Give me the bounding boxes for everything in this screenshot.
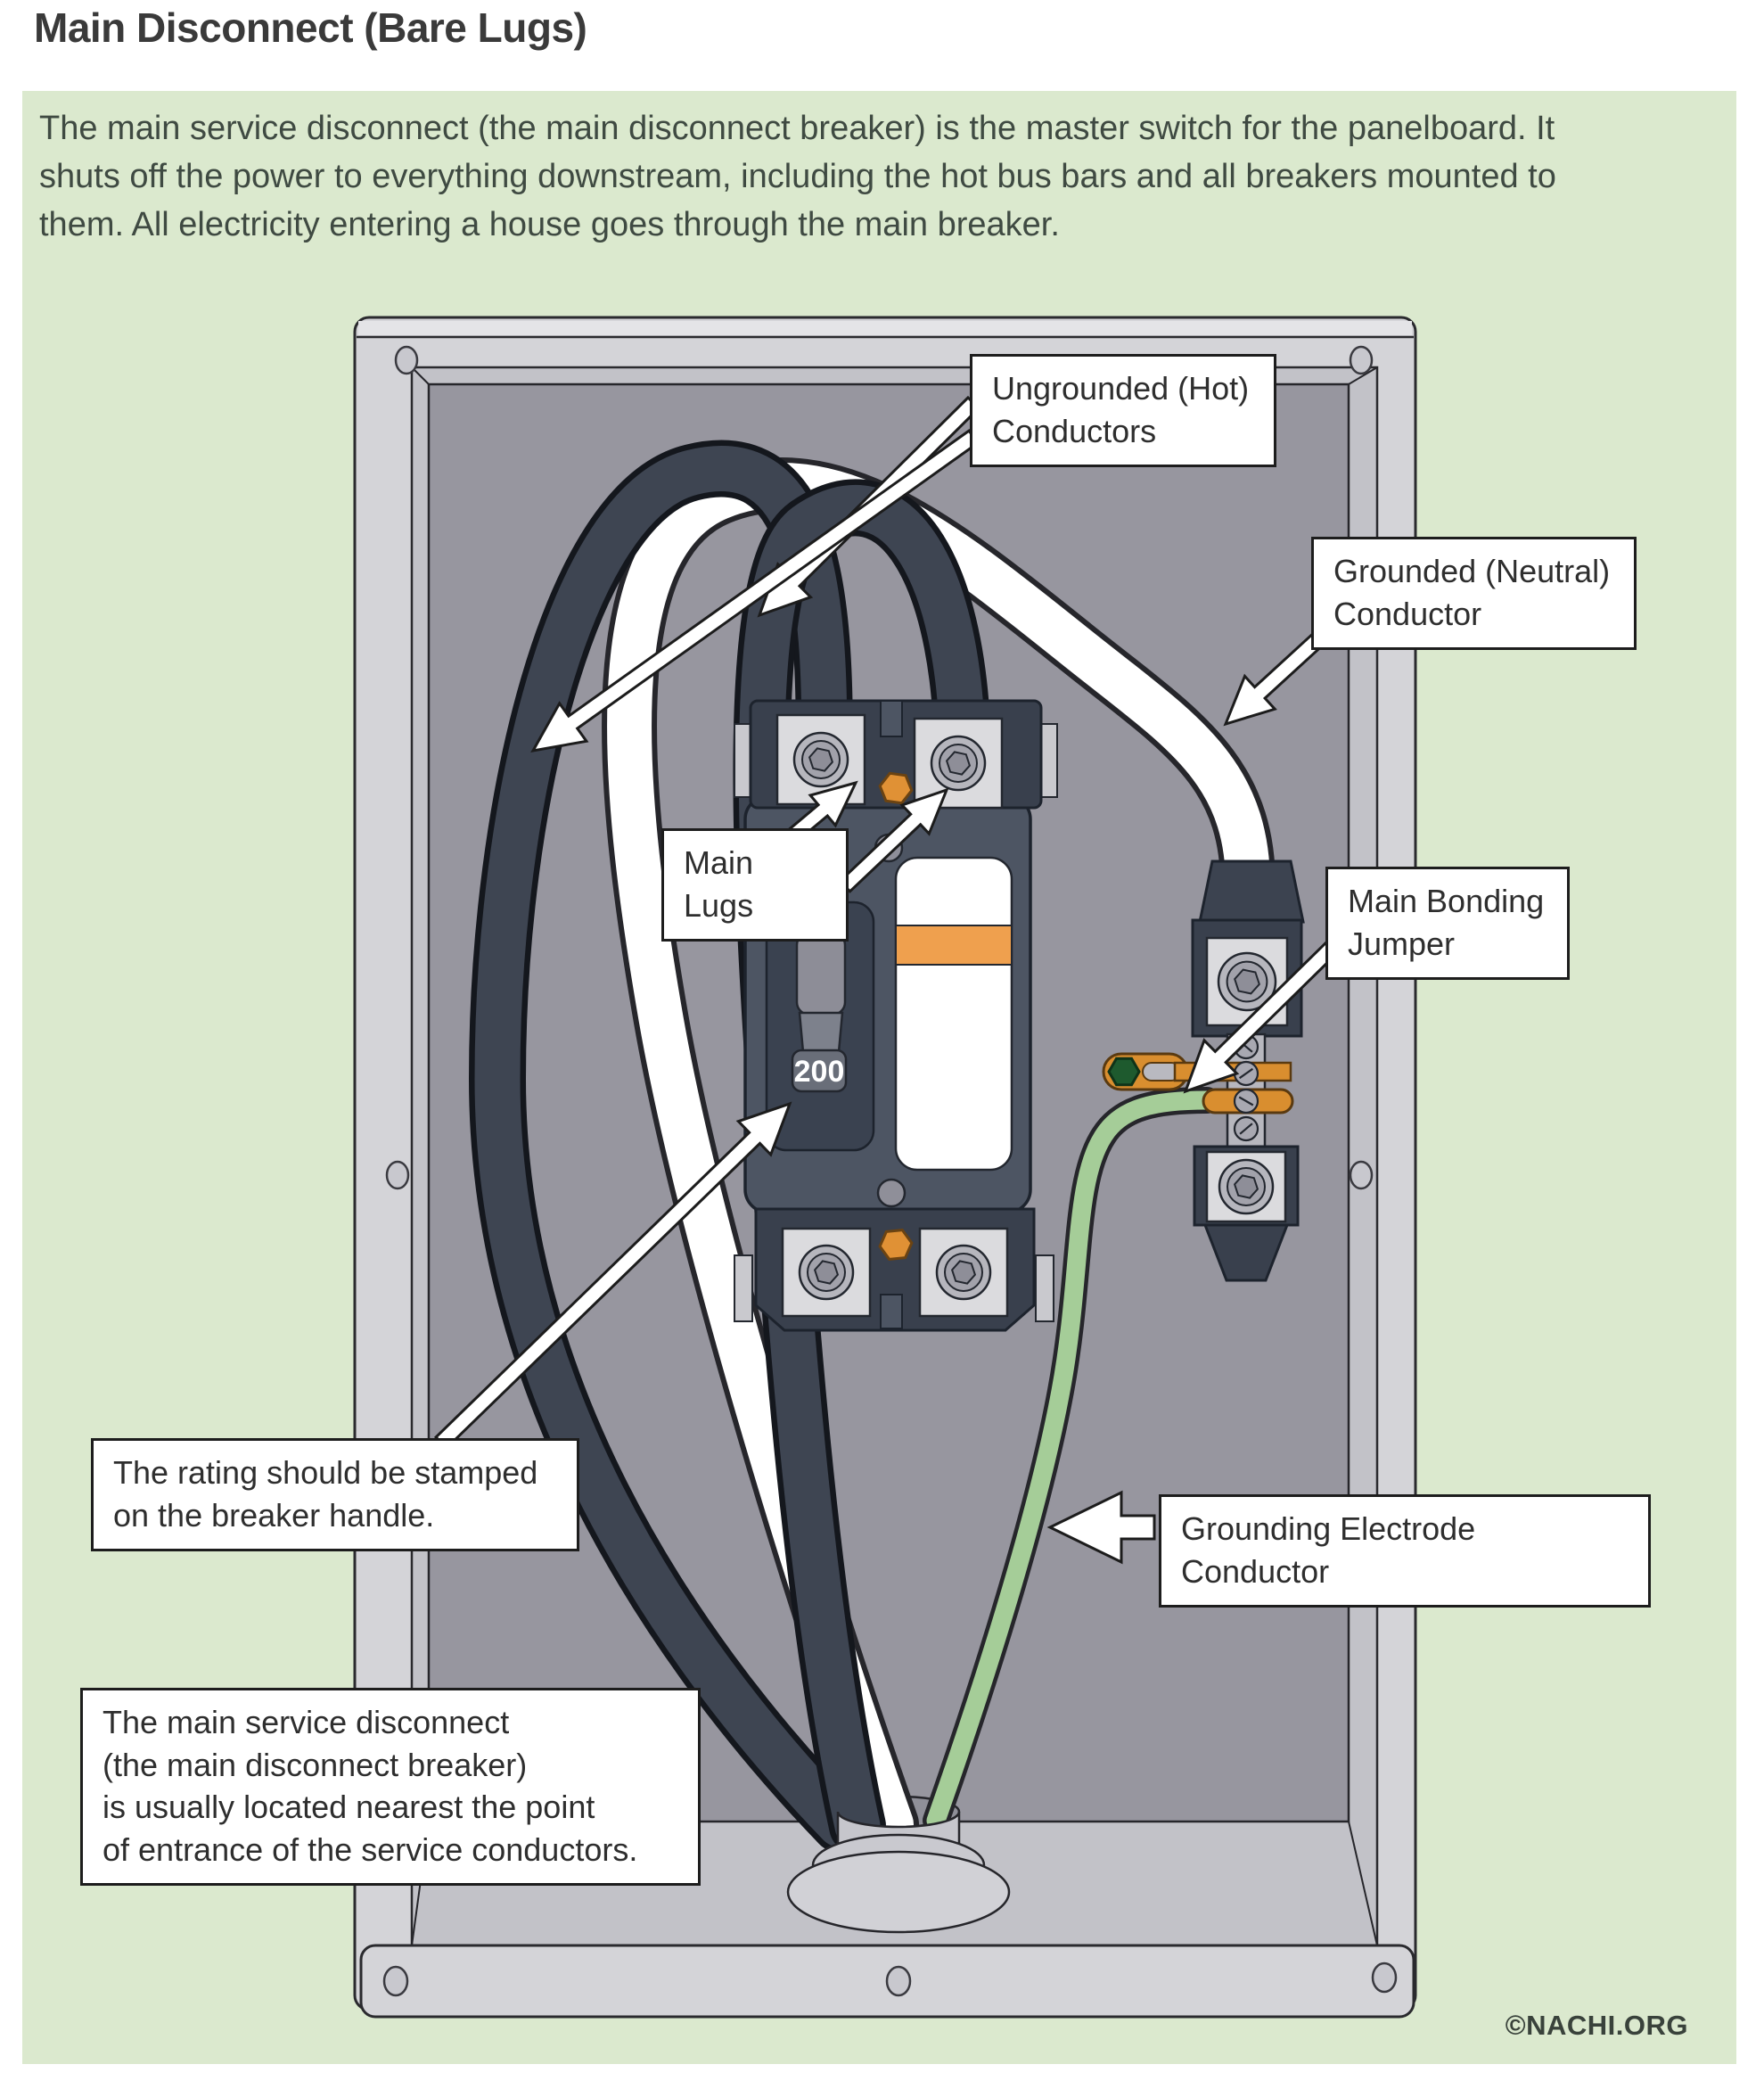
breaker-label-stripe (895, 925, 1013, 966)
callout-neutral-conductor: Grounded (Neutral) Conductor (1311, 537, 1637, 651)
neutral-cable-cap (1198, 859, 1305, 924)
callout-grounding-electrode: Grounding Electrode Conductor (1159, 1494, 1651, 1608)
callout-hot-conductors: Ungrounded (Hot) Conductors (970, 354, 1276, 468)
ground-conductor (923, 1087, 1220, 1834)
intro-paragraph: The main service disconnect (the main di… (39, 110, 1556, 243)
watermark: ©NACHI.ORG (1505, 2010, 1688, 2041)
arrow-grounding (1046, 1490, 1156, 1565)
breaker-label (894, 856, 1013, 1172)
neutral-bottom-wedge (1202, 1223, 1290, 1282)
page-title: Main Disconnect (Bare Lugs) (34, 4, 587, 51)
callout-location-note: The main service disconnect (the main di… (80, 1688, 701, 1887)
callout-bonding-jumper: Main Bonding Jumper (1325, 867, 1570, 981)
breaker-handle: 200 (791, 931, 848, 1093)
main-breaker: 200 (734, 699, 1058, 1332)
callout-main-lugs: Main Lugs (661, 828, 849, 942)
lug-screws (792, 731, 1277, 1301)
arrow-bonding-jumper (1183, 939, 1341, 1094)
enclosure-screws (382, 345, 1398, 1997)
arrow-rating (433, 1101, 792, 1451)
callout-arrows (433, 395, 1341, 1565)
arrow-neutral (1223, 629, 1328, 727)
callout-rating-note: The rating should be stamped on the brea… (91, 1438, 579, 1552)
neutral-conductor (602, 457, 1276, 1852)
arrow-hot-left (530, 429, 980, 753)
arrow-main-lug-right (838, 787, 949, 893)
breaker-bottom-lugs (734, 1207, 1054, 1332)
neutral-bar-screws (1233, 1033, 1259, 1142)
conduit (786, 1811, 1011, 1934)
breaker-rating-text: 200 (794, 1055, 845, 1089)
